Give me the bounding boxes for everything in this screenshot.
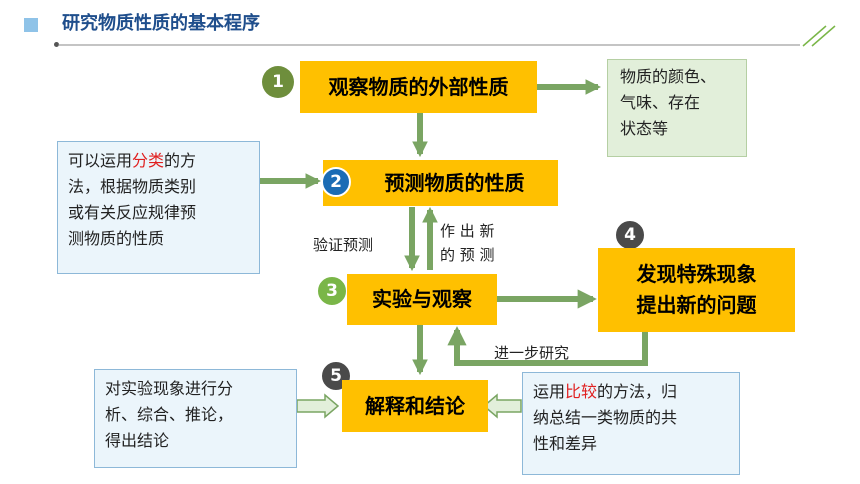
step-4-badge: 4	[614, 219, 646, 251]
step-1-observe: 观察物质的外部性质	[300, 61, 537, 113]
note-analysis-line-3: 得出结论	[105, 431, 170, 450]
note-predict-line-1: 可以运用分类的方	[68, 148, 249, 174]
note-observe-line-1: 物质的颜色、	[620, 67, 717, 86]
note-compare-text-2: 的方法，归	[597, 382, 678, 401]
title-rule-dot	[54, 42, 59, 47]
step-2-label: 预测物质的性质	[384, 170, 525, 195]
step-2-number: 2	[330, 172, 342, 192]
note-analysis: 对实验现象进行分 析、综合、推论， 得出结论	[94, 369, 297, 468]
step-4-label-line-1: 发现特殊现象	[636, 262, 757, 286]
title-rule-slash-1	[802, 25, 827, 47]
note-predict-method: 可以运用分类的方 法，根据物质类别 或有关反应规律预 测物质的性质	[57, 141, 260, 274]
step-4-number: 4	[624, 225, 636, 245]
arrow-analysis-to-conclusion	[296, 393, 340, 419]
note-predict-highlight: 分类	[132, 151, 165, 170]
note-predict-line-3: 或有关反应规律预	[68, 203, 197, 222]
step-5-number: 5	[330, 366, 342, 386]
note-compare-line-3: 性和差异	[533, 434, 598, 453]
note-observe-result: 物质的颜色、 气味、存在 状态等	[607, 59, 747, 157]
step-3-number: 3	[326, 281, 338, 301]
step-3-experiment: 实验与观察	[347, 274, 497, 325]
label-new-prediction-2: 的 预 测	[440, 246, 495, 264]
arrow-further-research	[447, 326, 648, 366]
step-3-label: 实验与观察	[372, 287, 472, 311]
label-further-research: 进一步研究	[494, 344, 570, 362]
note-compare-method: 运用比较的方法，归 纳总结一类物质的共 性和差异	[522, 372, 740, 475]
title-marker	[24, 18, 38, 32]
label-verify: 验证预测	[313, 236, 374, 254]
step-1-badge: 1	[262, 66, 294, 98]
note-compare-line-2: 纳总结一类物质的共	[533, 408, 678, 427]
note-predict-line-4: 测物质的性质	[68, 229, 165, 248]
arrow-compare-to-conclusion	[482, 393, 522, 419]
title-rule-slash-2	[811, 25, 836, 47]
step-1-number: 1	[272, 72, 284, 92]
step-4-label-line-2: 提出新的问题	[636, 293, 757, 317]
note-compare-text: 运用	[533, 382, 566, 401]
note-observe-line-2: 气味、存在	[620, 93, 701, 112]
step-5-label: 解释和结论	[365, 393, 465, 418]
page-title: 研究物质性质的基本程序	[62, 13, 260, 34]
step-2-badge: 2	[321, 167, 351, 197]
note-analysis-line-1: 对实验现象进行分	[105, 379, 234, 398]
step-2-predict: 预测物质的性质	[323, 160, 558, 206]
note-analysis-line-2: 析、综合、推论，	[105, 405, 234, 424]
note-predict-line-2: 法，根据物质类别	[68, 177, 197, 196]
step-3-badge: 3	[316, 275, 348, 307]
note-observe-line-3: 状态等	[620, 119, 669, 138]
note-predict-text-2: 的方	[164, 151, 197, 170]
note-predict-text: 可以运用	[68, 151, 133, 170]
step-4-discovery: 发现特殊现象 提出新的问题	[598, 248, 795, 332]
label-new-prediction-1: 作 出 新	[440, 222, 495, 240]
note-compare-line-1: 运用比较的方法，归	[533, 379, 729, 405]
step-5-conclusion: 解释和结论	[342, 380, 488, 432]
note-compare-highlight: 比较	[565, 382, 598, 401]
step-1-label: 观察物质的外部性质	[328, 74, 509, 99]
